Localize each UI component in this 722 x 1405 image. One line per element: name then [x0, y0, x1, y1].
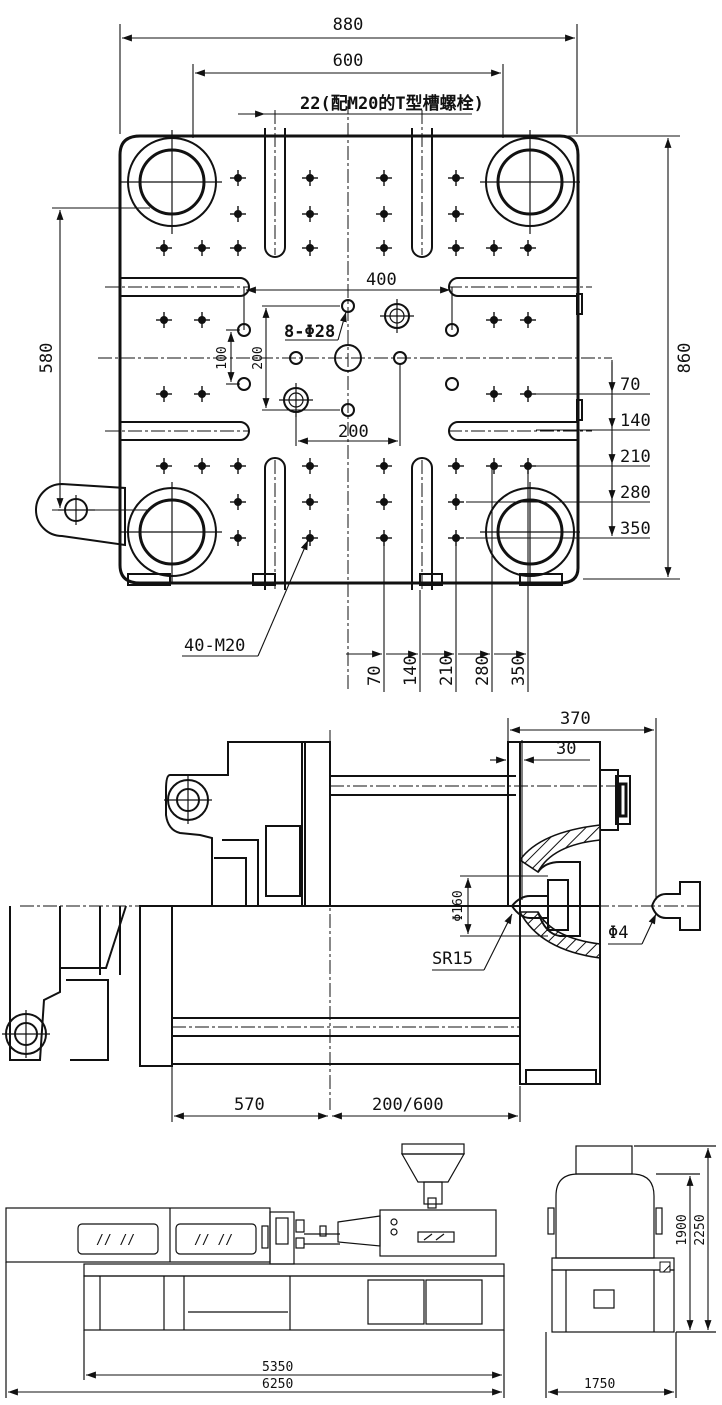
nozzle-right	[650, 881, 701, 931]
sprue-hatch	[518, 824, 601, 874]
dim-200-horizontal: 200	[338, 422, 369, 442]
dim-d160: Φ160	[451, 890, 466, 921]
dim-570: 570	[234, 1095, 265, 1115]
dim-width: 1750	[584, 1377, 615, 1392]
hopper-end	[575, 1145, 633, 1175]
platen-side-lug	[576, 293, 583, 315]
svg-text:// //: // //	[194, 1233, 233, 1248]
fixed-platen	[507, 741, 521, 907]
right-offset-210: 210	[620, 447, 651, 467]
bottom-offset-70: 70	[365, 666, 385, 686]
dim-400: 400	[366, 270, 397, 290]
injection-unit	[379, 1209, 497, 1257]
tiebar-hole	[120, 130, 222, 234]
platen-front-view: 880 600 22(配M20的T型槽螺栓) 860 580 400 8-Φ28	[35, 15, 695, 692]
right-offset-350: 350	[620, 519, 651, 539]
moving-platen	[301, 741, 331, 907]
tiebar-hole	[120, 482, 222, 583]
bottom-offset-210: 210	[437, 655, 457, 686]
dim-width-outer: 880	[333, 15, 364, 35]
dim-100-vertical: 100	[215, 346, 230, 369]
dim-length-outer: 6250	[262, 1377, 293, 1392]
guard-window	[77, 1223, 159, 1255]
t-slot	[264, 457, 286, 590]
platen-foot	[127, 573, 171, 586]
right-offset-140: 140	[620, 411, 651, 431]
hopper	[400, 1153, 466, 1183]
right-offset-70: 70	[620, 375, 640, 395]
guard-end	[555, 1173, 655, 1259]
t-slot	[411, 457, 433, 590]
platen-side-lug	[576, 399, 583, 421]
t-slot	[411, 110, 433, 258]
dim-370: 370	[560, 709, 591, 729]
dim-8xd28: 8-Φ28	[284, 322, 335, 342]
dim-200-600: 200/600	[372, 1095, 444, 1115]
dim-200-vertical: 200	[251, 346, 266, 369]
t-slot	[105, 277, 250, 297]
dim-height-body: 1900	[675, 1214, 690, 1245]
dim-height-total: 2250	[693, 1214, 708, 1245]
dim-d4: Φ4	[608, 923, 628, 943]
machine-base	[83, 1275, 505, 1331]
bottom-offset-280: 280	[473, 655, 493, 686]
platen-outline	[118, 134, 580, 585]
tiebar-hole	[480, 130, 580, 234]
dim-sr15: SR15	[432, 949, 473, 969]
machine-side-view: // // // // 5350 6250	[5, 1143, 505, 1398]
machine-end-view: 1750 1900 2250	[545, 1145, 716, 1398]
dim-width-tiebar: 600	[333, 51, 364, 71]
svg-text:// //: // //	[96, 1233, 135, 1248]
right-offset-280: 280	[620, 483, 651, 503]
swing-boss	[35, 482, 126, 547]
guard-window	[175, 1223, 257, 1255]
toggle-housing	[165, 741, 306, 907]
t-slot	[264, 110, 286, 258]
dim-tslot: 22(配M20的T型槽螺栓)	[300, 93, 484, 114]
base-end	[551, 1269, 675, 1333]
t-slot	[105, 421, 250, 441]
tiebar-hole	[480, 482, 580, 583]
machine-base-top	[83, 1263, 505, 1277]
dim-length-inner: 5350	[262, 1360, 293, 1375]
dim-thread: 40-M20	[184, 636, 245, 656]
bottom-offset-140: 140	[401, 655, 421, 686]
dim-30: 30	[556, 739, 576, 759]
bottom-offset-350: 350	[509, 655, 529, 686]
t-slot	[448, 277, 592, 297]
t-slot	[448, 421, 592, 441]
dim-height-tiebar: 580	[37, 343, 57, 374]
lower-frame-left	[9, 906, 61, 1061]
side-section-view: 370 30 Φ160 SR15 Φ4 570 200/600	[2, 709, 701, 1122]
dim-height-outer: 860	[675, 343, 695, 374]
barrel-nose	[337, 1215, 381, 1247]
